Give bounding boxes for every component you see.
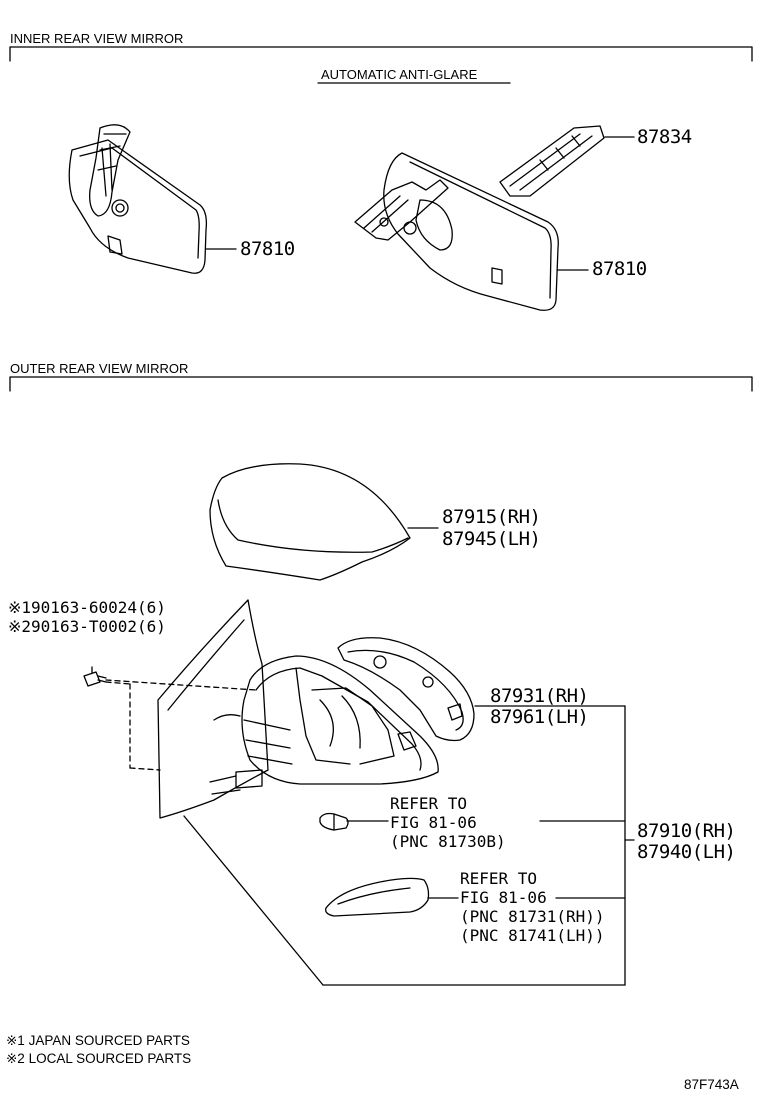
part-87834: 87834 [637, 126, 692, 148]
outer-section-title: OUTER REAR VIEW MIRROR [10, 361, 189, 376]
screw-part-1: ※190163-60024(6) [8, 598, 166, 617]
assembly-bracket [183, 705, 635, 986]
mirror-cover-87834 [499, 125, 605, 197]
turn-signal-lamp [325, 877, 430, 917]
part-87940: 87940(LH) [637, 841, 736, 863]
part-87931: 87931(RH) [490, 685, 589, 707]
outer-mirror-cover [209, 463, 411, 581]
ref1-line1: REFER TO [390, 794, 468, 813]
inner-section-rule [9, 46, 753, 62]
inner-mirror-right [383, 152, 559, 311]
screw-dash-lines [105, 679, 257, 771]
screw-icon [83, 666, 107, 687]
antiglare-title: AUTOMATIC ANTI-GLARE [321, 67, 478, 82]
part-87915: 87915(RH) [442, 506, 541, 528]
ref1-line2: FIG 81-06 [390, 813, 477, 832]
ref2-line4: (PNC 81741(LH)) [460, 926, 605, 945]
ref1-line3: (PNC 81730B) [390, 832, 506, 851]
note-japan: ※1 JAPAN SOURCED PARTS [6, 1033, 190, 1048]
mirror-mount-bracket [354, 179, 449, 241]
part-87910: 87910(RH) [637, 820, 736, 842]
ref2-line1: REFER TO [460, 869, 538, 888]
part-87961: 87961(LH) [490, 706, 589, 728]
part-87810-right: 87810 [592, 258, 647, 280]
part-87810-left: 87810 [240, 238, 295, 260]
ref2-line3: (PNC 81731(RH)) [460, 907, 605, 926]
note-local: ※2 LOCAL SOURCED PARTS [6, 1051, 192, 1066]
figure-code: 87F743A [684, 1077, 739, 1092]
inner-section-title: INNER REAR VIEW MIRROR [10, 31, 184, 46]
bulb-icon [319, 812, 349, 831]
inner-mirror-left [68, 124, 208, 274]
mirror-housing [209, 655, 439, 795]
screw-part-2: ※290163-T0002(6) [8, 617, 166, 636]
outer-section-rule [9, 376, 753, 392]
ref2-line2: FIG 81-06 [460, 888, 547, 907]
mirror-glass [157, 599, 269, 819]
mirror-bracket-87931 [337, 637, 475, 742]
part-87945: 87945(LH) [442, 528, 541, 550]
